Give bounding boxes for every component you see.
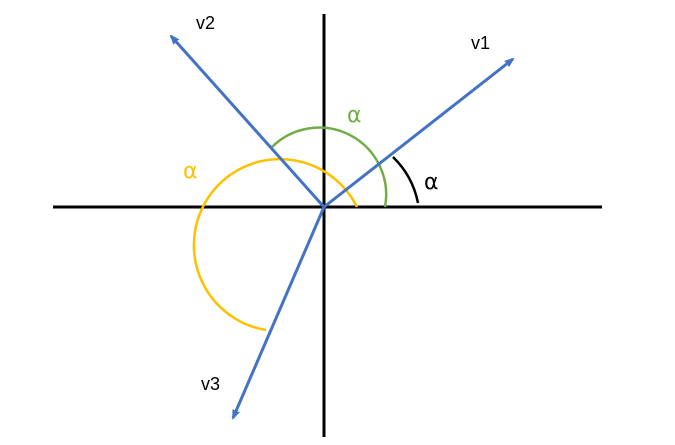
- angle-label-orange: α: [183, 159, 198, 184]
- vector-v1: [323, 57, 515, 209]
- angle-label-green: α: [347, 103, 362, 128]
- vector-v3-label: v3: [201, 374, 220, 394]
- vector-v1-label: v1: [471, 33, 490, 53]
- vector-v2-label: v2: [196, 13, 215, 33]
- angle-arc-green: [270, 126, 388, 208]
- angle-arc-orange: [192, 157, 359, 332]
- vector-v2: [169, 34, 326, 209]
- angle-arc-black: [392, 156, 420, 204]
- angle-label-black: α: [424, 170, 439, 195]
- vector-v3: [231, 206, 326, 420]
